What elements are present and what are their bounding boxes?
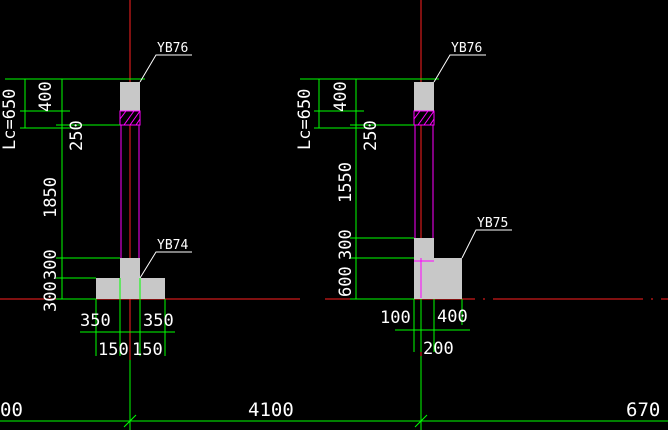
left-horizontal-dims [80,278,175,356]
left-dim-150-right: 150 [132,340,163,360]
grid-dim-right-partial: 670 [626,399,660,421]
left-detail: Lc=650 400 250 1850 300 300 350 350 150 … [0,41,192,360]
right-dim-100: 100 [380,308,411,328]
right-wall-top-block [414,82,434,111]
left-vertical-dims [5,78,145,300]
right-dim-200: 200 [423,339,454,359]
grid-spacing-dims [0,356,668,430]
right-dim-1550: 1550 [336,162,356,203]
grid-dim-4100: 4100 [248,399,294,421]
right-dim-400: 400 [331,81,351,112]
left-dim-lc: Lc=650 [0,89,20,150]
left-rebar [120,125,140,258]
left-tag-bottom: YB74 [157,238,188,253]
right-tag-leaders [433,54,512,259]
right-vertical-dims [300,78,439,300]
left-dim-300-lower: 300 [41,281,61,312]
left-hatch-lines [119,110,141,126]
right-rebar [414,125,434,298]
right-detail: Lc=650 400 250 1550 300 600 100 400 200 … [295,41,512,359]
right-wall-bottom-block [414,238,434,258]
right-footing [414,258,462,299]
right-horizontal-dims [395,299,470,352]
grid-dim-left-partial: 00 [0,399,23,421]
right-dim-600: 600 [336,266,356,297]
right-dim-lc: Lc=650 [295,89,315,150]
left-wall-bottom-block [120,258,140,278]
left-wall-top-block [120,82,140,111]
left-dim-350-left: 350 [80,311,111,331]
right-dim-300: 300 [336,229,356,260]
left-tag-leaders [139,54,192,279]
left-tag-top: YB76 [157,41,188,56]
left-dim-350-right: 350 [143,311,174,331]
left-dim-250: 250 [67,120,87,151]
right-hatch-lines [413,110,435,126]
left-footing [96,278,165,299]
left-dim-300-upper: 300 [41,249,61,280]
left-dim-1850: 1850 [41,177,61,218]
left-dim-150-left: 150 [98,340,129,360]
right-dim-400-h: 400 [437,307,468,327]
left-dim-400: 400 [36,81,56,112]
right-tag-top: YB76 [451,41,482,56]
right-tag-side: YB75 [477,216,508,231]
right-dim-250: 250 [361,120,381,151]
